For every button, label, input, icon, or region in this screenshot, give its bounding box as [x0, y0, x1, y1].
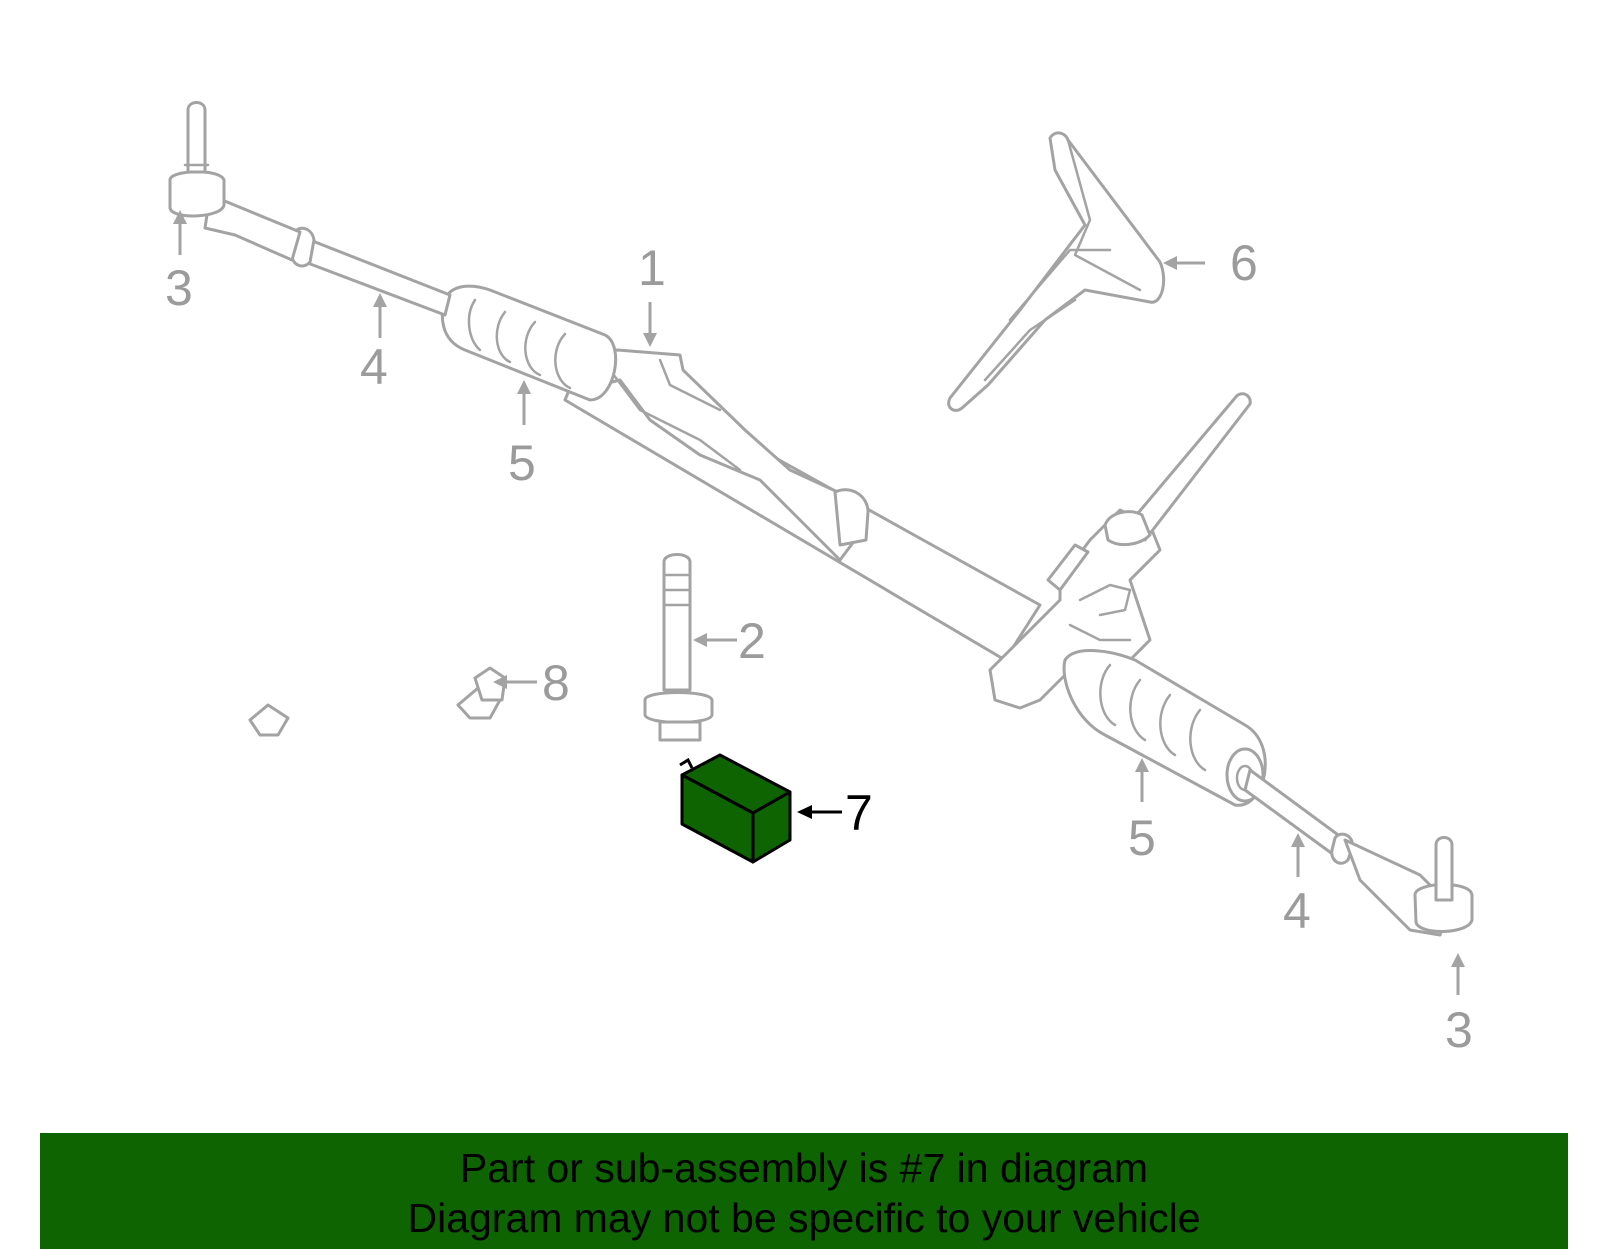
bellows-boot-left	[440, 284, 618, 402]
tie-rod-end-left	[168, 101, 302, 262]
callout-4-left[interactable]: 4	[360, 339, 388, 395]
bellows-boot-right	[1062, 649, 1267, 807]
banner-line-part-number: Part or sub-assembly is #7 in diagram	[459, 1145, 1149, 1191]
info-banner: Part or sub-assembly is #7 in diagram Di…	[40, 1133, 1568, 1249]
callout-6[interactable]: 6	[1230, 235, 1258, 291]
callout-7[interactable]: 7	[845, 785, 873, 841]
tie-rod-end-right	[1343, 836, 1474, 937]
callout-1[interactable]: 1	[638, 240, 666, 296]
mounting-bolt	[643, 553, 714, 742]
callout-5-right[interactable]: 5	[1128, 810, 1156, 866]
callout-5-left[interactable]: 5	[508, 435, 536, 491]
callout-3-left[interactable]: 3	[165, 260, 193, 316]
tie-rod-left	[290, 226, 452, 317]
callout-labels: 3 4 5 1 6 2 8 7 5 4 3	[165, 235, 1473, 1058]
wiring-harness	[146, 666, 507, 981]
mounting-bracket	[947, 131, 1166, 412]
highlighted-part-7	[679, 753, 792, 864]
callout-4-right[interactable]: 4	[1283, 883, 1311, 939]
banner-line-disclaimer: Diagram may not be specific to your vehi…	[407, 1195, 1201, 1241]
callout-8[interactable]: 8	[542, 655, 570, 711]
callout-2[interactable]: 2	[738, 613, 766, 669]
callout-arrows	[173, 210, 1465, 995]
callout-3-right[interactable]: 3	[1445, 1002, 1473, 1058]
